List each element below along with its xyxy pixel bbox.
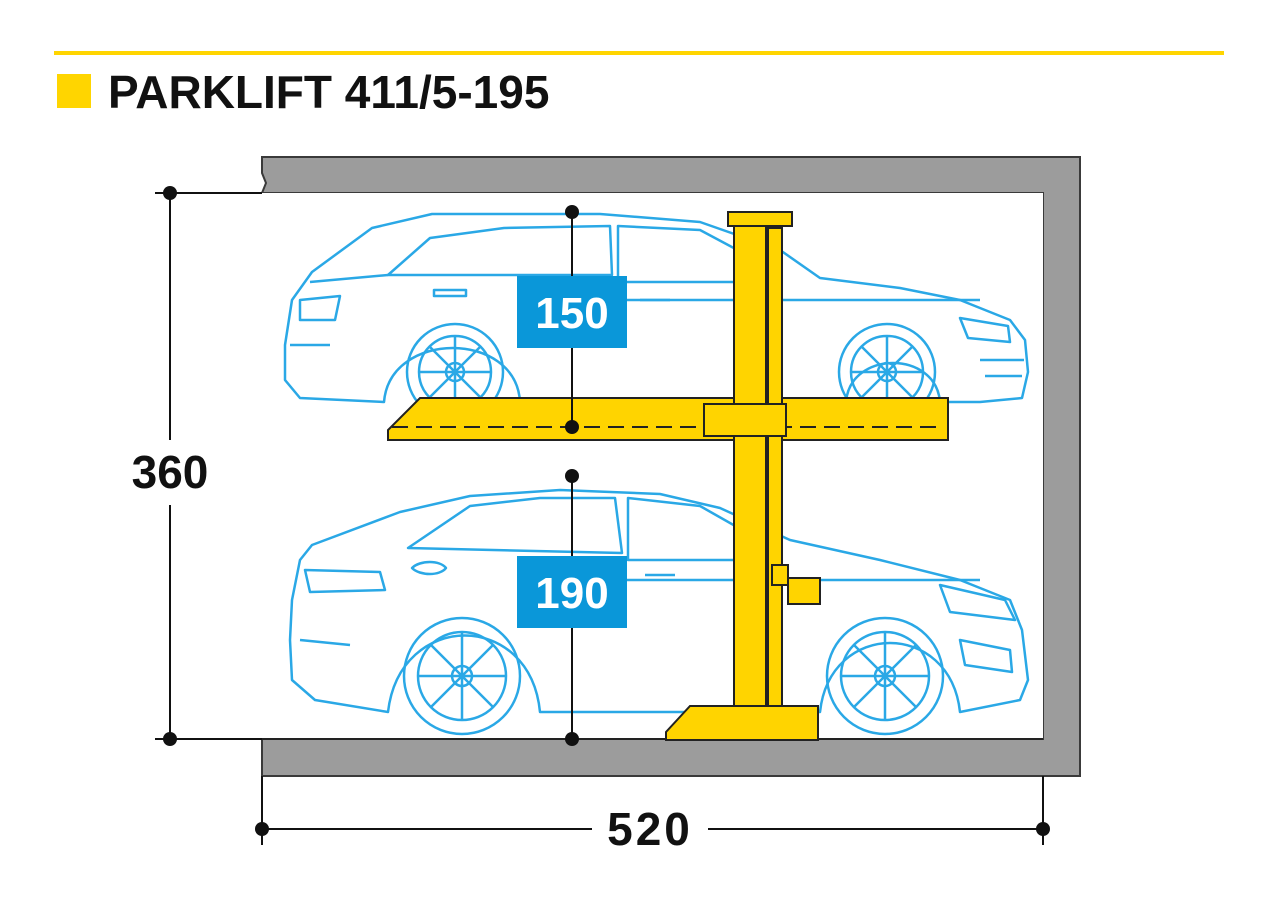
lift-inner-post bbox=[767, 227, 783, 741]
station-wagon-car-icon bbox=[283, 212, 1030, 422]
title-square-icon bbox=[57, 74, 91, 108]
lift-motor bbox=[787, 577, 821, 605]
lift-carriage bbox=[703, 403, 787, 437]
page-title: PARKLIFT 411/5-195 bbox=[108, 66, 549, 118]
single-post-lift-icon bbox=[387, 211, 949, 741]
suv-coupe-car-icon bbox=[288, 488, 1030, 736]
lift-post bbox=[733, 221, 767, 741]
width-dimension-line bbox=[255, 776, 1050, 845]
upper-height-label: 150 bbox=[535, 289, 608, 338]
total-height-label: 360 bbox=[132, 446, 209, 498]
lower-height-badge bbox=[517, 556, 627, 628]
lift-drive-unit bbox=[771, 564, 789, 586]
lift-base-plate bbox=[665, 705, 819, 741]
lift-top-cap bbox=[727, 211, 793, 227]
upper-height-badge bbox=[517, 276, 627, 348]
height-dimension-line bbox=[155, 186, 262, 746]
lower-height-label: 190 bbox=[535, 569, 608, 618]
width-label: 520 bbox=[607, 803, 693, 855]
lift-platform bbox=[387, 397, 949, 441]
